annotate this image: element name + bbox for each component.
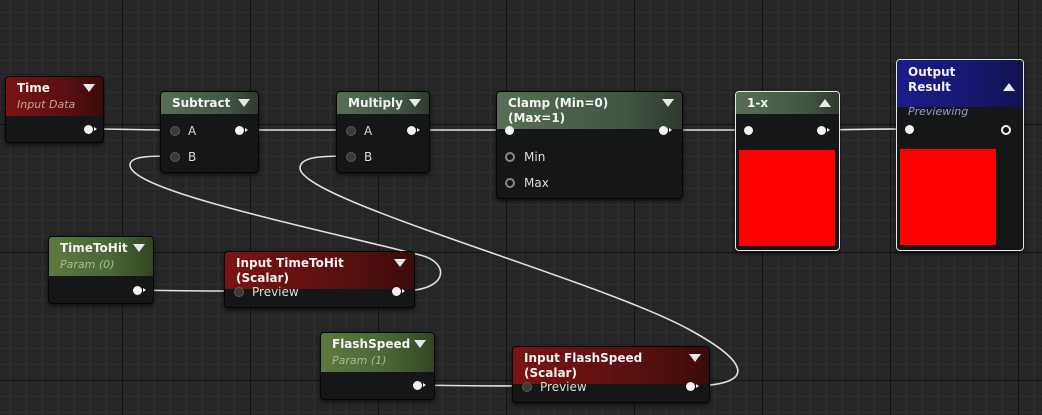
multiply-node-header[interactable]: Multiply bbox=[337, 92, 429, 114]
collapse-arrow-icon[interactable] bbox=[238, 99, 250, 107]
clamp-input-pin[interactable] bbox=[505, 126, 514, 135]
multiply-pin-a-label: A bbox=[364, 124, 373, 138]
collapse-arrow-icon[interactable] bbox=[133, 244, 145, 252]
one-minus-x-input-pin[interactable] bbox=[744, 126, 753, 135]
one-minus-x-output-pin[interactable] bbox=[817, 126, 830, 135]
clamp-min-label: Min bbox=[524, 150, 546, 164]
subtract-node-title: Subtract bbox=[172, 96, 231, 110]
input-flash-speed-header[interactable]: Input FlashSpeed (Scalar) bbox=[513, 347, 709, 384]
time-node-title: Time bbox=[17, 81, 50, 95]
preview-swatch bbox=[739, 150, 835, 246]
subtract-input-pin-b[interactable] bbox=[170, 152, 180, 162]
multiply-output-pin[interactable] bbox=[407, 126, 420, 135]
time-to-hit-node[interactable]: TimeToHit Param (0) bbox=[48, 236, 154, 304]
subtract-node[interactable]: Subtract A B bbox=[160, 91, 259, 173]
subtract-input-pin-a[interactable] bbox=[170, 126, 180, 136]
wire-timetohit-to-input bbox=[140, 289, 237, 292]
subtract-node-header[interactable]: Subtract bbox=[161, 92, 258, 114]
flash-speed-subtitle: Param (1) bbox=[332, 354, 387, 367]
multiply-input-pin-b[interactable] bbox=[346, 152, 356, 162]
clamp-node[interactable]: Clamp (Min=0) (Max=1) Min Max bbox=[496, 91, 683, 199]
subtract-pin-a-label: A bbox=[188, 124, 197, 138]
output-result-header[interactable]: Output Result Previewing bbox=[897, 60, 1023, 118]
time-node-header[interactable]: Time Input Data bbox=[6, 77, 103, 116]
collapse-arrow-icon[interactable] bbox=[394, 259, 406, 267]
time-to-hit-output-pin[interactable] bbox=[133, 286, 146, 295]
expand-arrow-icon[interactable] bbox=[819, 99, 831, 107]
input-flash-speed-preview-label: Preview bbox=[540, 380, 587, 394]
input-time-to-hit-node[interactable]: Input TimeToHit (Scalar) Preview bbox=[224, 251, 415, 308]
one-minus-x-node-title: 1-x bbox=[747, 96, 769, 110]
collapse-arrow-icon[interactable] bbox=[409, 99, 421, 107]
multiply-node-title: Multiply bbox=[348, 96, 403, 110]
time-to-hit-title: TimeToHit bbox=[60, 241, 128, 255]
time-node-subtitle: Input Data bbox=[17, 98, 76, 111]
collapse-arrow-icon[interactable] bbox=[414, 340, 426, 348]
one-minus-x-node[interactable]: 1-x bbox=[735, 91, 840, 251]
multiply-node[interactable]: Multiply A B bbox=[336, 91, 430, 173]
clamp-max-label: Max bbox=[524, 176, 549, 190]
flash-speed-header[interactable]: FlashSpeed Param (1) bbox=[321, 333, 434, 372]
clamp-min-pin[interactable] bbox=[505, 152, 515, 162]
output-result-node[interactable]: Output Result Previewing bbox=[896, 59, 1024, 251]
subtract-pin-b-label: B bbox=[188, 150, 197, 164]
collapse-arrow-icon[interactable] bbox=[662, 99, 674, 107]
flash-speed-node[interactable]: FlashSpeed Param (1) bbox=[320, 332, 435, 400]
flash-speed-title: FlashSpeed bbox=[332, 337, 411, 351]
multiply-input-pin-a[interactable] bbox=[346, 126, 356, 136]
input-flash-speed-preview-pin[interactable] bbox=[522, 382, 532, 392]
collapse-arrow-icon[interactable] bbox=[689, 354, 701, 362]
clamp-node-title: Clamp (Min=0) (Max=1) bbox=[508, 96, 609, 125]
input-time-to-hit-preview-label: Preview bbox=[252, 285, 299, 299]
time-output-pin[interactable] bbox=[84, 125, 97, 134]
input-flash-speed-output-pin[interactable] bbox=[686, 382, 699, 391]
output-result-title: Output Result bbox=[908, 65, 956, 94]
wire-flashspeed-to-input bbox=[419, 384, 525, 387]
input-time-to-hit-output-pin[interactable] bbox=[392, 287, 405, 296]
expand-arrow-icon[interactable] bbox=[1003, 83, 1015, 91]
subtract-output-pin[interactable] bbox=[235, 126, 248, 135]
clamp-output-pin[interactable] bbox=[659, 126, 672, 135]
clamp-node-header[interactable]: Clamp (Min=0) (Max=1) bbox=[497, 92, 682, 129]
time-to-hit-header[interactable]: TimeToHit Param (0) bbox=[49, 237, 153, 276]
flash-speed-output-pin[interactable] bbox=[413, 381, 426, 390]
output-result-output-pin[interactable] bbox=[1001, 125, 1011, 135]
output-result-subtitle: Previewing bbox=[908, 105, 969, 118]
input-time-to-hit-title: Input TimeToHit (Scalar) bbox=[236, 256, 344, 285]
input-flash-speed-title: Input FlashSpeed (Scalar) bbox=[524, 351, 643, 380]
one-minus-x-node-header[interactable]: 1-x bbox=[736, 92, 839, 114]
time-to-hit-subtitle: Param (0) bbox=[60, 258, 115, 271]
input-time-to-hit-preview-pin[interactable] bbox=[234, 287, 244, 297]
input-time-to-hit-header[interactable]: Input TimeToHit (Scalar) bbox=[225, 252, 414, 289]
clamp-max-pin[interactable] bbox=[505, 178, 515, 188]
multiply-pin-b-label: B bbox=[364, 150, 373, 164]
output-result-input-pin[interactable] bbox=[905, 125, 914, 134]
output-preview-swatch bbox=[900, 149, 996, 245]
time-node[interactable]: Time Input Data bbox=[5, 76, 104, 143]
input-flash-speed-node[interactable]: Input FlashSpeed (Scalar) Preview bbox=[512, 346, 710, 403]
collapse-arrow-icon[interactable] bbox=[83, 84, 95, 92]
